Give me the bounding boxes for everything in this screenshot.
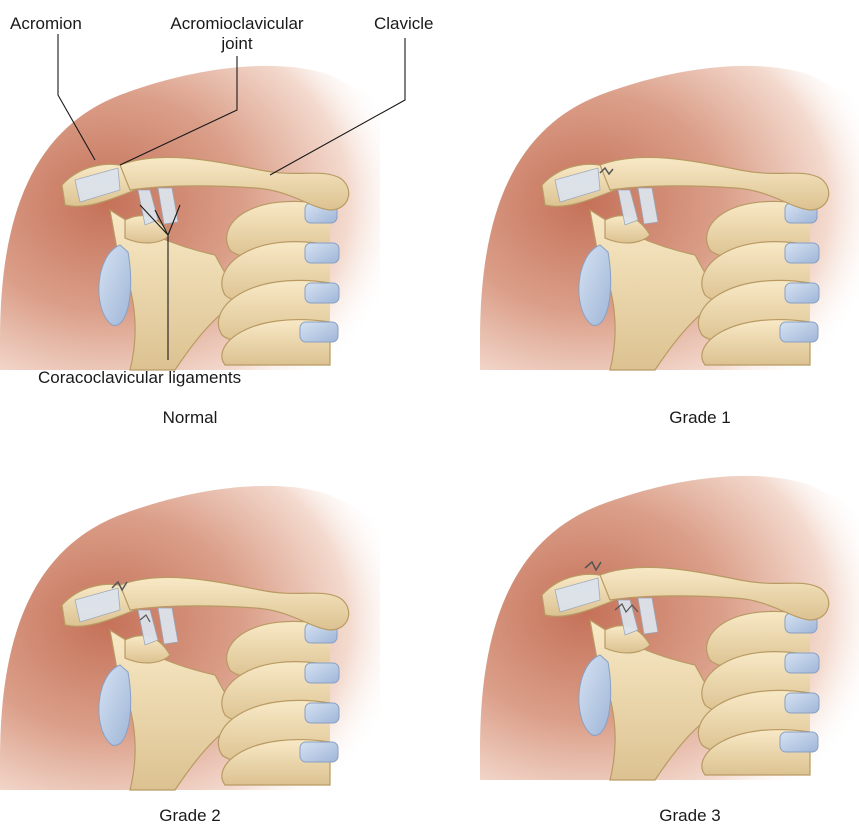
acromioclavicular-label-line1: Acromioclavicular [150,14,324,34]
caption-grade-2: Grade 2 [159,806,220,826]
caption-grade-1: Grade 1 [669,408,730,428]
acromion-label: Acromion [10,14,82,34]
panel-grade-1 [480,66,859,370]
panel-grade-2 [0,486,380,790]
caption-grade-3: Grade 3 [659,806,720,826]
panel-normal [0,66,380,370]
acromioclavicular-label-line2: joint [150,34,324,54]
clavicle-label: Clavicle [374,14,434,34]
coracoclavicular-label: Coracoclavicular ligaments [38,368,241,388]
panel-grade-3 [480,476,859,780]
caption-normal: Normal [163,408,218,428]
